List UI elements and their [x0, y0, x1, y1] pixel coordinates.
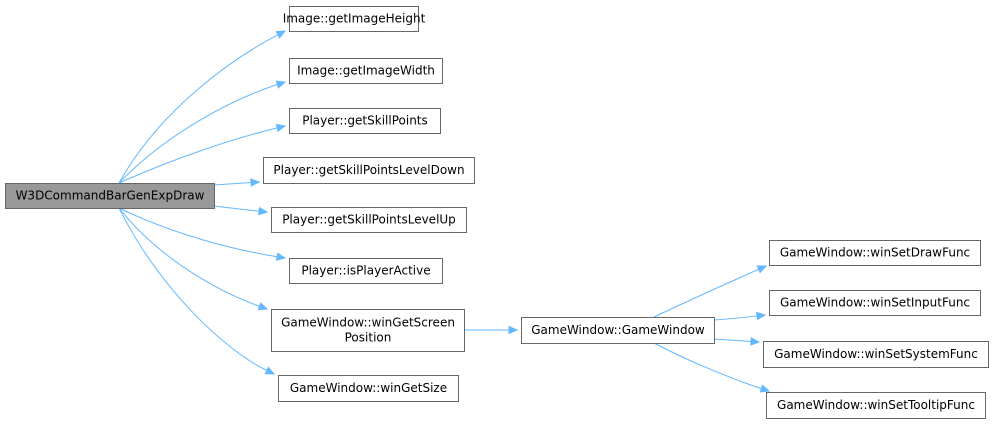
node-n6[interactable]: Player::isPlayerActive: [289, 258, 443, 284]
node-label: Player::getSkillPointsLevelUp: [282, 213, 456, 227]
edge-line: [713, 338, 752, 342]
edge-line: [713, 315, 758, 321]
edge-line: [118, 127, 278, 184]
node-box[interactable]: [271, 207, 467, 233]
node-box[interactable]: [263, 157, 475, 184]
node-label: GameWindow::winSetInputFunc: [780, 296, 970, 310]
node-n2[interactable]: Image::getImageWidth: [289, 58, 443, 84]
arrowhead-icon: [258, 206, 269, 216]
node-n4[interactable]: Player::getSkillPointsLevelDown: [263, 157, 475, 184]
arrowhead-icon: [756, 265, 768, 274]
edge-n0-n2: [118, 80, 287, 184]
arrowhead-icon: [508, 325, 519, 335]
node-n10[interactable]: GameWindow::winSetDrawFunc: [769, 240, 981, 266]
node-label: Player::getSkillPoints: [302, 114, 428, 128]
edge-n0-n1: [118, 30, 287, 184]
edge-n0-n5: [213, 205, 269, 216]
node-n9[interactable]: GameWindow::GameWindow: [521, 317, 715, 344]
node-label: GameWindow::GameWindow: [531, 323, 705, 337]
edge-line: [213, 181, 252, 186]
edge-n7-n9: [464, 325, 519, 335]
edge-n9-n13: [653, 342, 771, 393]
node-label: W3DCommandBarGenExpDraw: [16, 189, 205, 203]
arrowhead-icon: [759, 384, 771, 393]
edge-line: [118, 207, 268, 371]
arrowhead-icon: [750, 337, 761, 346]
node-label: Player::isPlayerActive: [301, 264, 430, 278]
arrowhead-icon: [275, 30, 287, 39]
node-label: GameWindow::winSetTooltipFunc: [777, 398, 975, 412]
edge-line: [213, 205, 260, 212]
node-n8[interactable]: GameWindow::winGetSize: [278, 375, 459, 402]
node-label: Image::getImageWidth: [297, 64, 435, 78]
edge-n0-n7: [118, 207, 269, 311]
node-box[interactable]: [271, 309, 465, 352]
node-box[interactable]: [289, 58, 443, 84]
arrowhead-icon: [756, 311, 767, 321]
node-label: Image::getImageHeight: [283, 12, 426, 26]
node-box[interactable]: [521, 317, 715, 344]
arrowhead-icon: [250, 178, 261, 187]
node-n5[interactable]: Player::getSkillPointsLevelUp: [271, 207, 467, 233]
node-box[interactable]: [278, 375, 459, 402]
node-box[interactable]: [289, 6, 419, 32]
node-n3[interactable]: Player::getSkillPoints: [289, 108, 441, 134]
node-label: GameWindow::winGetScreen: [281, 316, 455, 330]
node-box[interactable]: [763, 341, 989, 368]
edges: [118, 30, 771, 393]
node-n1[interactable]: Image::getImageHeight: [283, 6, 426, 32]
edge-line: [653, 342, 762, 390]
edge-line: [653, 268, 759, 318]
node-n0[interactable]: W3DCommandBarGenExpDraw: [5, 183, 215, 209]
node-n11[interactable]: GameWindow::winSetInputFunc: [769, 290, 981, 316]
edge-n0-n3: [118, 123, 287, 184]
node-n12[interactable]: GameWindow::winSetSystemFunc: [763, 341, 989, 368]
edge-line: [118, 34, 279, 184]
node-label: Position: [345, 331, 392, 345]
nodes: W3DCommandBarGenExpDraw Image::getImageHe…: [5, 6, 989, 419]
edge-n9-n11: [713, 311, 767, 321]
edge-n0-n6: [118, 207, 287, 261]
node-box[interactable]: [5, 183, 215, 209]
edge-n0-n8: [118, 207, 276, 375]
edge-n9-n12: [713, 337, 761, 346]
node-label: GameWindow::winGetSize: [290, 381, 447, 395]
arrowhead-icon: [257, 302, 269, 311]
edge-n0-n4: [213, 178, 261, 187]
node-box[interactable]: [769, 240, 981, 266]
node-box[interactable]: [766, 392, 986, 419]
arrowhead-icon: [275, 80, 287, 89]
edge-line: [118, 84, 278, 184]
edge-line: [118, 207, 278, 258]
node-box[interactable]: [769, 290, 981, 316]
node-box[interactable]: [289, 258, 443, 284]
edge-line: [118, 207, 260, 307]
arrowhead-icon: [275, 252, 287, 261]
node-label: GameWindow::winSetSystemFunc: [774, 347, 978, 361]
arrowhead-icon: [264, 366, 276, 375]
node-n13[interactable]: GameWindow::winSetTooltipFunc: [766, 392, 986, 419]
arrowhead-icon: [275, 123, 287, 133]
node-label: Player::getSkillPointsLevelDown: [273, 163, 464, 177]
node-box[interactable]: [289, 108, 441, 134]
node-label: GameWindow::winSetDrawFunc: [780, 246, 970, 260]
edge-n9-n10: [653, 265, 768, 318]
